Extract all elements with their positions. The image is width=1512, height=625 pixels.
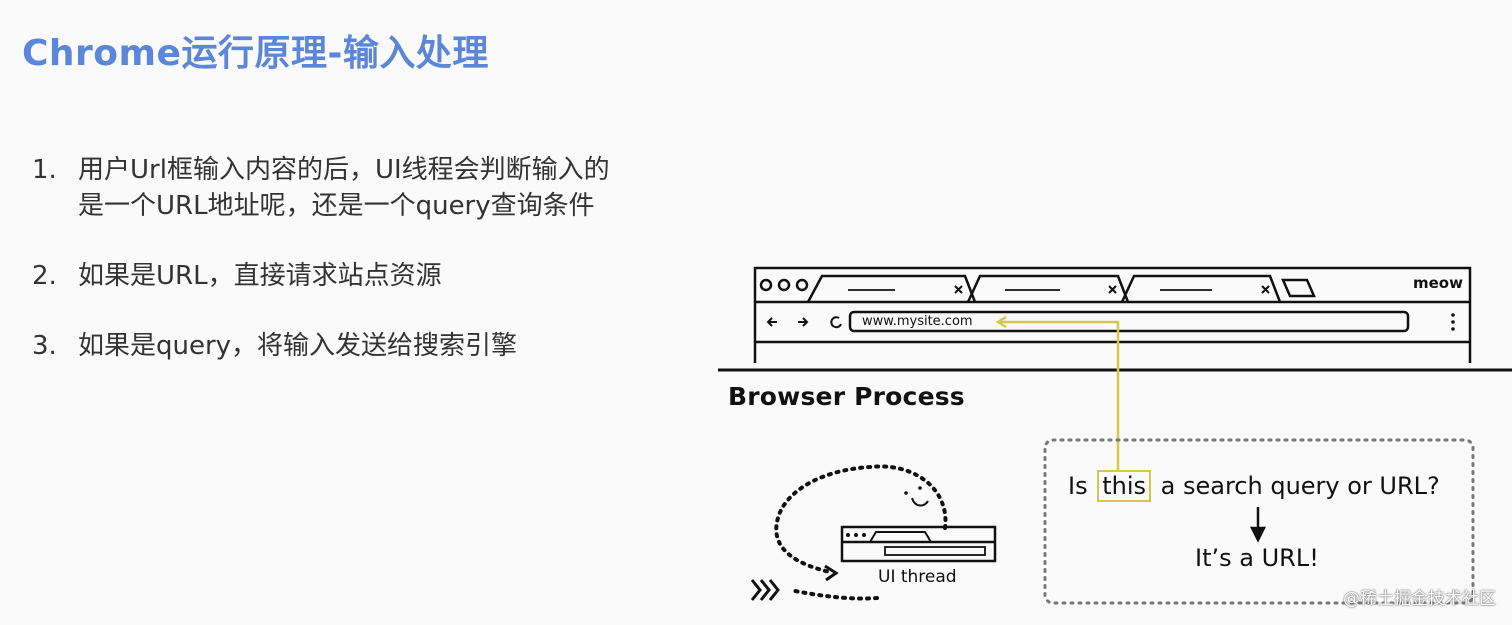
browser-process-label: Browser Process [728,382,965,411]
list-text: 如果是URL，直接请求站点资源 [78,261,442,291]
forward-arrow-icon [798,317,809,327]
question-text: Is this a search query or URL? [1068,470,1440,502]
question-after: a search query or URL? [1153,472,1440,500]
new-tab-icon [1281,278,1316,298]
list-number: 2. [32,261,57,291]
list-number: 3. [32,331,57,361]
url-text: www.mysite.com [862,314,973,329]
watermark: @稀土掘金技术社区 [1343,589,1496,609]
question-highlight: this [1097,470,1152,502]
connector-arrow [995,315,1120,470]
address-bar [848,310,1410,333]
window-dot-icon [777,278,791,292]
list-item: 3. 如果是query，将输入发送给搜索引擎 [32,328,632,364]
list-text: 如果是query，将输入发送给搜索引擎 [78,331,518,361]
bullet-list: 1. 用户Url框输入内容的后，UI线程会判断输入的是一个URL地址呢，还是一个… [32,152,632,398]
browser-title-label: meow [1413,274,1463,292]
list-item: 1. 用户Url框输入内容的后，UI线程会判断输入的是一个URL地址呢，还是一个… [32,152,632,224]
close-icon [954,285,963,294]
down-arrow-icon [1249,507,1267,543]
ui-thread-character [750,464,997,601]
close-icon [1261,285,1270,294]
tab-shape [806,274,977,303]
close-icon [1108,285,1117,294]
window-dot-icon [795,278,809,292]
tab-shape [966,274,1130,303]
question-before: Is [1068,472,1096,500]
list-text: 用户Url框输入内容的后，UI线程会判断输入的是一个URL地址呢，还是一个que… [78,155,610,221]
reload-icon [830,316,842,329]
answer-text: It’s a URL! [1195,544,1319,572]
menu-dots-icon [1451,313,1455,331]
ui-thread-label: UI thread [878,567,957,587]
list-number: 1. [32,155,57,185]
process-box [1043,438,1475,605]
tab-shape [1120,274,1282,303]
window-dot-icon [759,278,773,292]
mini-browser-icon [840,525,997,563]
character-eyes [846,486,922,537]
slide-title: Chrome运行原理-输入处理 [22,33,489,74]
browser-window-sketch [718,266,1512,372]
list-item: 2. 如果是URL，直接请求站点资源 [32,258,632,294]
back-arrow-icon [766,317,777,327]
